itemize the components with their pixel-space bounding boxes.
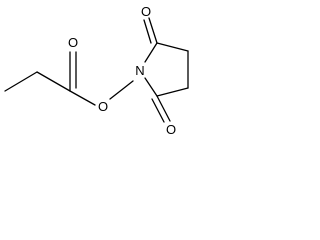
ester-carbonyl-oxygen-label: O xyxy=(68,35,78,50)
bond-ring-carbonyl-top-double-1 xyxy=(148,17,158,44)
bond-ch2-ring-carbon-bottom xyxy=(156,87,189,97)
structure-diagram: O O N O O xyxy=(4,4,189,137)
bond-ring-carbonyl-bottom-double-2 xyxy=(151,98,165,123)
imide-nitrogen-label: N xyxy=(135,63,144,78)
ester-bridge-oxygen-label: O xyxy=(98,99,108,114)
bond-ch2-carbonyl-carbon xyxy=(36,71,71,92)
bond-bridge-oxygen-nitrogen xyxy=(109,80,134,100)
bond-ring-carbonyl-bottom-double-1 xyxy=(156,95,171,122)
bond-ring-carbonyl-top-double-2 xyxy=(143,19,152,44)
bond-carbonyl-carbon-bridge-oxygen xyxy=(69,90,96,106)
bond-ring-carbon-bottom-nitrogen xyxy=(144,77,158,97)
ring-carbonyl-bottom-oxygen-label: O xyxy=(166,122,176,137)
bond-ch3-ch2 xyxy=(4,71,38,92)
bond-ring-carbon-top-ch2 xyxy=(156,42,189,52)
bond-nitrogen-ring-carbon-top xyxy=(144,42,158,63)
ring-carbonyl-top-oxygen-label: O xyxy=(141,4,151,19)
